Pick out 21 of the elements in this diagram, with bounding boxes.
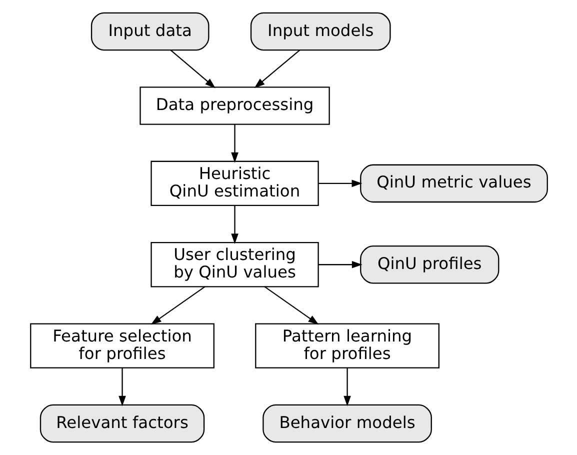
arrow: [264, 286, 318, 325]
arrow: [318, 260, 362, 268]
node-box: Data preprocessing: [139, 86, 330, 125]
arrow: [343, 368, 350, 406]
arrow: [170, 50, 216, 88]
node-box: QinU profiles: [360, 245, 499, 284]
arrow: [254, 50, 300, 88]
node-box: Input data: [90, 12, 209, 51]
node-box: Pattern learning for profiles: [254, 323, 439, 368]
arrow: [150, 286, 205, 325]
node-box: Heuristic QinU estimation: [150, 160, 318, 206]
node-box: QinU metric values: [360, 164, 548, 203]
arrow: [318, 180, 362, 188]
node-box: Feature selection for profiles: [30, 323, 214, 368]
arrow: [230, 124, 238, 163]
arrow: [230, 206, 238, 244]
node-box: Relevant factors: [39, 404, 204, 443]
node-box: Input models: [250, 12, 390, 51]
node-box: User clustering by QinU values: [150, 242, 318, 288]
arrow: [118, 368, 126, 406]
node-box: Behavior models: [262, 404, 432, 443]
